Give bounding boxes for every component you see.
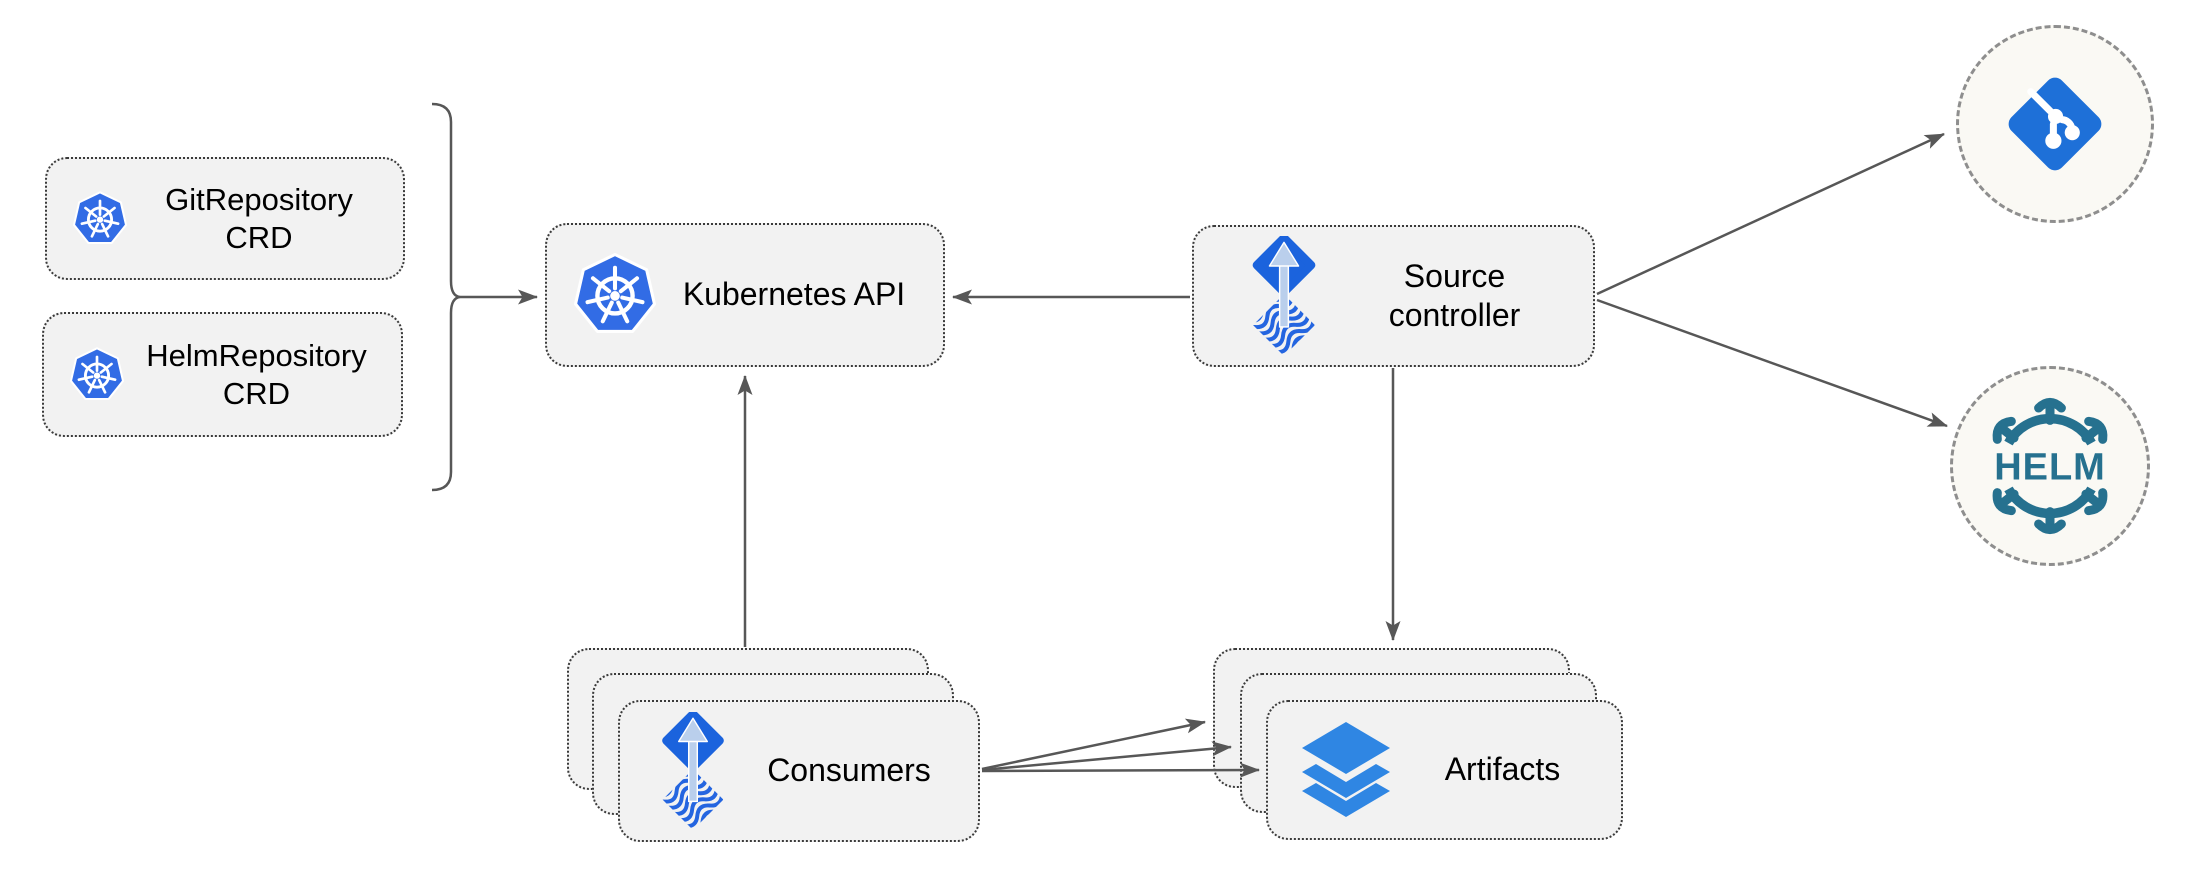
node-artifacts: Artifacts [1266,700,1623,840]
node-label: Source controller [1388,257,1521,333]
node-label: GitRepository CRD [165,181,353,255]
edge-consumers-to-artifacts-2 [981,741,1232,772]
crd-group-brace [431,102,461,492]
node-label: Artifacts [1444,751,1561,788]
artifacts-layers-icon [1294,722,1398,818]
helm-icon: HELM [1974,390,2126,542]
node-helm-remote: HELM [1950,366,2150,566]
edge-source-controller-to-helm-remote [1596,298,1948,428]
edge-consumers-to-artifacts-1 [981,718,1206,771]
edge-source-controller-to-git-remote [1596,132,1945,296]
git-icon [2001,70,2109,178]
flux-source-icon [652,712,734,830]
node-label: Consumers [767,752,931,789]
node-consumers: Consumers [618,700,980,842]
node-helm-repository-crd: HelmRepository CRD [42,312,403,437]
helm-logo-text: HELM [1994,446,2105,488]
node-label: HelmRepository CRD [146,337,367,411]
node-git-remote [1956,25,2154,223]
kubernetes-icon [71,190,129,248]
kubernetes-icon [68,346,126,404]
kubernetes-icon [571,251,659,339]
node-git-repository-crd: GitRepository CRD [45,157,405,280]
node-source-controller: Source controller [1192,225,1595,367]
flux-source-icon [1238,236,1330,356]
node-label: Kubernetes API [682,276,906,313]
node-kubernetes-api: Kubernetes API [545,223,945,367]
